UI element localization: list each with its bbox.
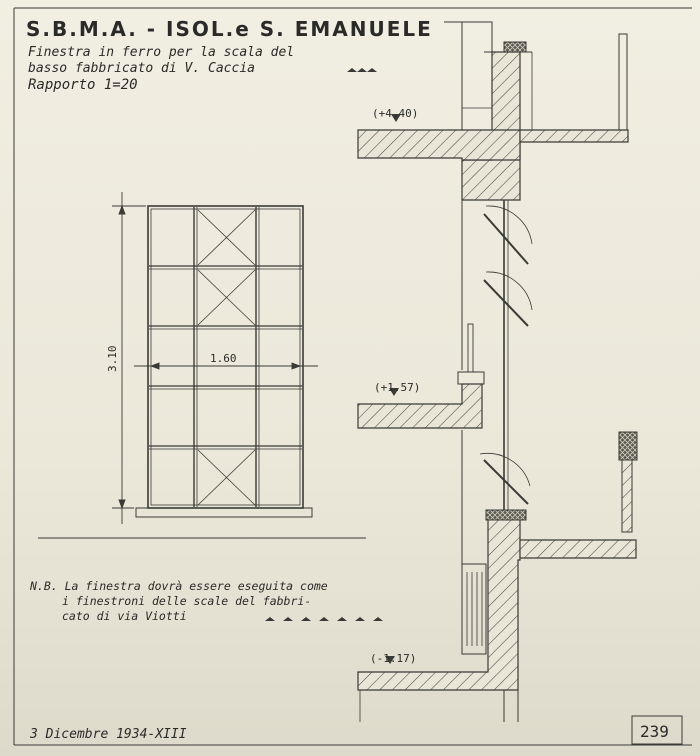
note-line1: N.B. La finestra dovrà essere eseguita c… [29,579,328,593]
level-mid-label: (+1.57) [374,381,420,394]
drawing-subtitle-line1: Finestra in ferro per la scala del [28,45,294,60]
note-marks [265,617,383,621]
sheet-border [13,7,692,746]
sheet-number-box [631,715,683,745]
level-top-label: (+4.40) [372,107,418,120]
sheet-number: 239 [640,722,669,741]
level-markers [385,114,401,664]
building-section [357,21,638,722]
subtitle-marks [347,68,377,72]
height-dimension [112,192,146,524]
note-line3: cato di via Viotti [62,609,187,623]
width-dimension [134,362,318,370]
drawing-date: 3 Dicembre 1934-XIII [29,727,187,742]
drawing-title: S.B.M.A. - ISOL.e S. EMANUELE [26,17,433,41]
height-dimension-label: 3.10 [106,346,119,373]
width-dimension-label: 1.60 [210,352,237,365]
scale-label: Rapporto 1=20 [28,77,138,93]
note-line2: i finestroni delle scale del fabbri- [62,594,311,608]
level-bottom-label: (-1.17) [370,652,416,665]
window-elevation [38,205,366,539]
drawing-subtitle-line2: basso fabbricato di V. Caccia [28,61,255,76]
